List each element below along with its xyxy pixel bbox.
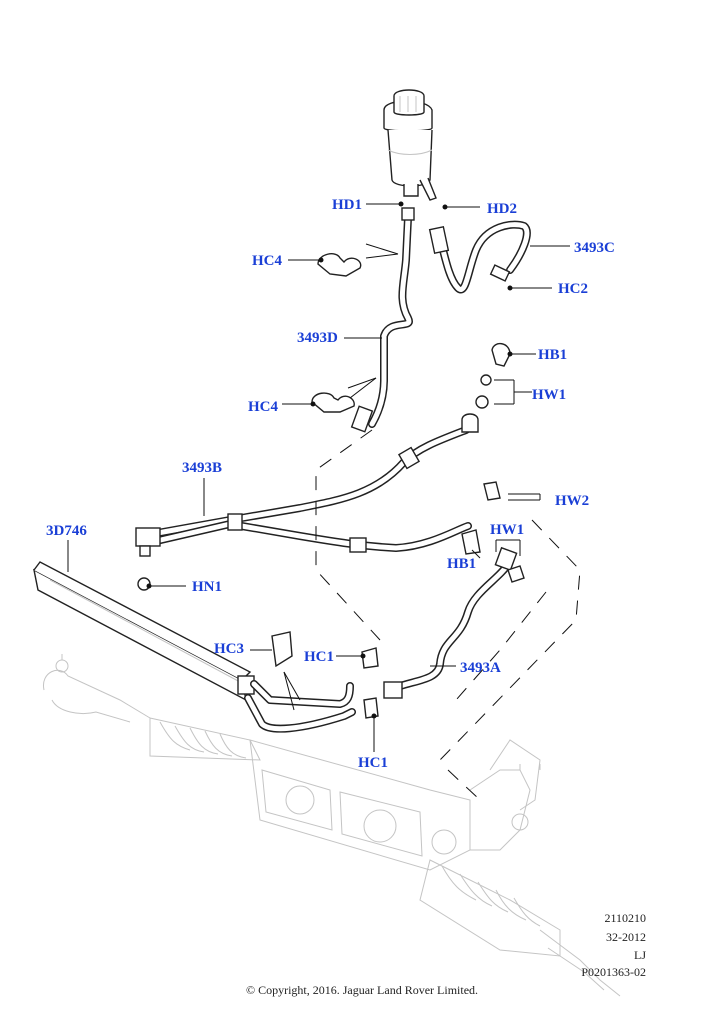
callout-hd1: HD1 (332, 197, 362, 213)
hose-3493c (428, 220, 531, 294)
callout-hc2: HC2 (558, 281, 588, 297)
leader-lines (67, 201, 570, 752)
callout-hc4-mid: HC4 (248, 399, 278, 415)
callout-hd2: HD2 (487, 201, 517, 217)
callout-3493a: 3493A (460, 660, 501, 676)
callout-hc1-top: HC1 (304, 649, 334, 665)
reference-code-4: P0201363-02 (581, 965, 646, 979)
callout-hw1-top: HW1 (532, 387, 567, 403)
callout-hw1-bottom: HW1 (490, 522, 525, 538)
callout-3493c: 3493C (574, 240, 615, 256)
steering-rack-ghost (43, 654, 621, 997)
callout-3493d: 3493D (297, 330, 338, 346)
callout-3493b: 3493B (182, 460, 223, 476)
alignment-lines (315, 429, 581, 801)
hose-3493b (135, 413, 501, 553)
callout-hb1-bottom: HB1 (447, 556, 477, 572)
callout-hb1-top: HB1 (538, 347, 568, 363)
hose-3493a (383, 546, 518, 699)
callout-hc4-top: HC4 (252, 253, 282, 269)
small-parts (137, 253, 525, 719)
callout-hc1-bottom: HC1 (358, 755, 388, 771)
cooler-3d746 (33, 561, 356, 733)
copyright-notice: © Copyright, 2016. Jaguar Land Rover Lim… (245, 983, 479, 997)
callout-hn1: HN1 (192, 579, 222, 595)
fluid-reservoir (383, 89, 437, 201)
reference-code-3: LJ (634, 948, 646, 962)
callout-hw2: HW2 (555, 493, 590, 509)
reference-code-1: 2110210 (604, 911, 646, 925)
callout-hc3: HC3 (214, 641, 244, 657)
reference-code-2: 32-2012 (606, 930, 646, 944)
hose-3493d (350, 207, 415, 433)
callout-3d746: 3D746 (46, 523, 87, 539)
